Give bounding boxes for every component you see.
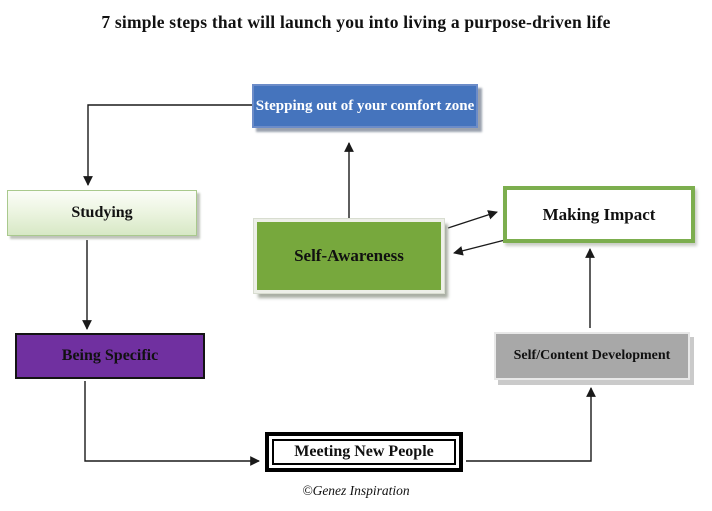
node-meeting-new-people: Meeting New People (272, 439, 456, 465)
node-stepping-out-of-comfort-zone: Stepping out of your comfort zone (252, 84, 478, 128)
copyright-text: ©Genez Inspiration (302, 483, 410, 498)
node-being-specific: Being Specific (15, 333, 205, 379)
connector-comfort-to-studying (83, 104, 252, 186)
node-studying: Studying (7, 190, 197, 236)
node-label: Stepping out of your comfort zone (255, 97, 475, 114)
node-label: Making Impact (542, 204, 656, 224)
connector-meeting-to-development (466, 387, 596, 462)
node-label: Studying (71, 204, 133, 221)
node-label: Self-Awareness (294, 246, 404, 265)
node-label: Being Specific (61, 347, 159, 364)
node-label: Meeting New People (294, 443, 434, 460)
connector-being-specific-to-meeting (84, 381, 260, 466)
diagram-title: 7 simple steps that will launch you into… (101, 12, 611, 32)
connector-impact-to-awareness (453, 239, 506, 256)
connector-awareness-to-impact (447, 210, 498, 229)
node-self-awareness: Self-Awareness (254, 219, 444, 293)
node-making-impact: Making Impact (503, 186, 695, 243)
node-self-content-development: Self/Content Development (494, 332, 690, 380)
node-label: Self/Content Development (513, 348, 671, 363)
